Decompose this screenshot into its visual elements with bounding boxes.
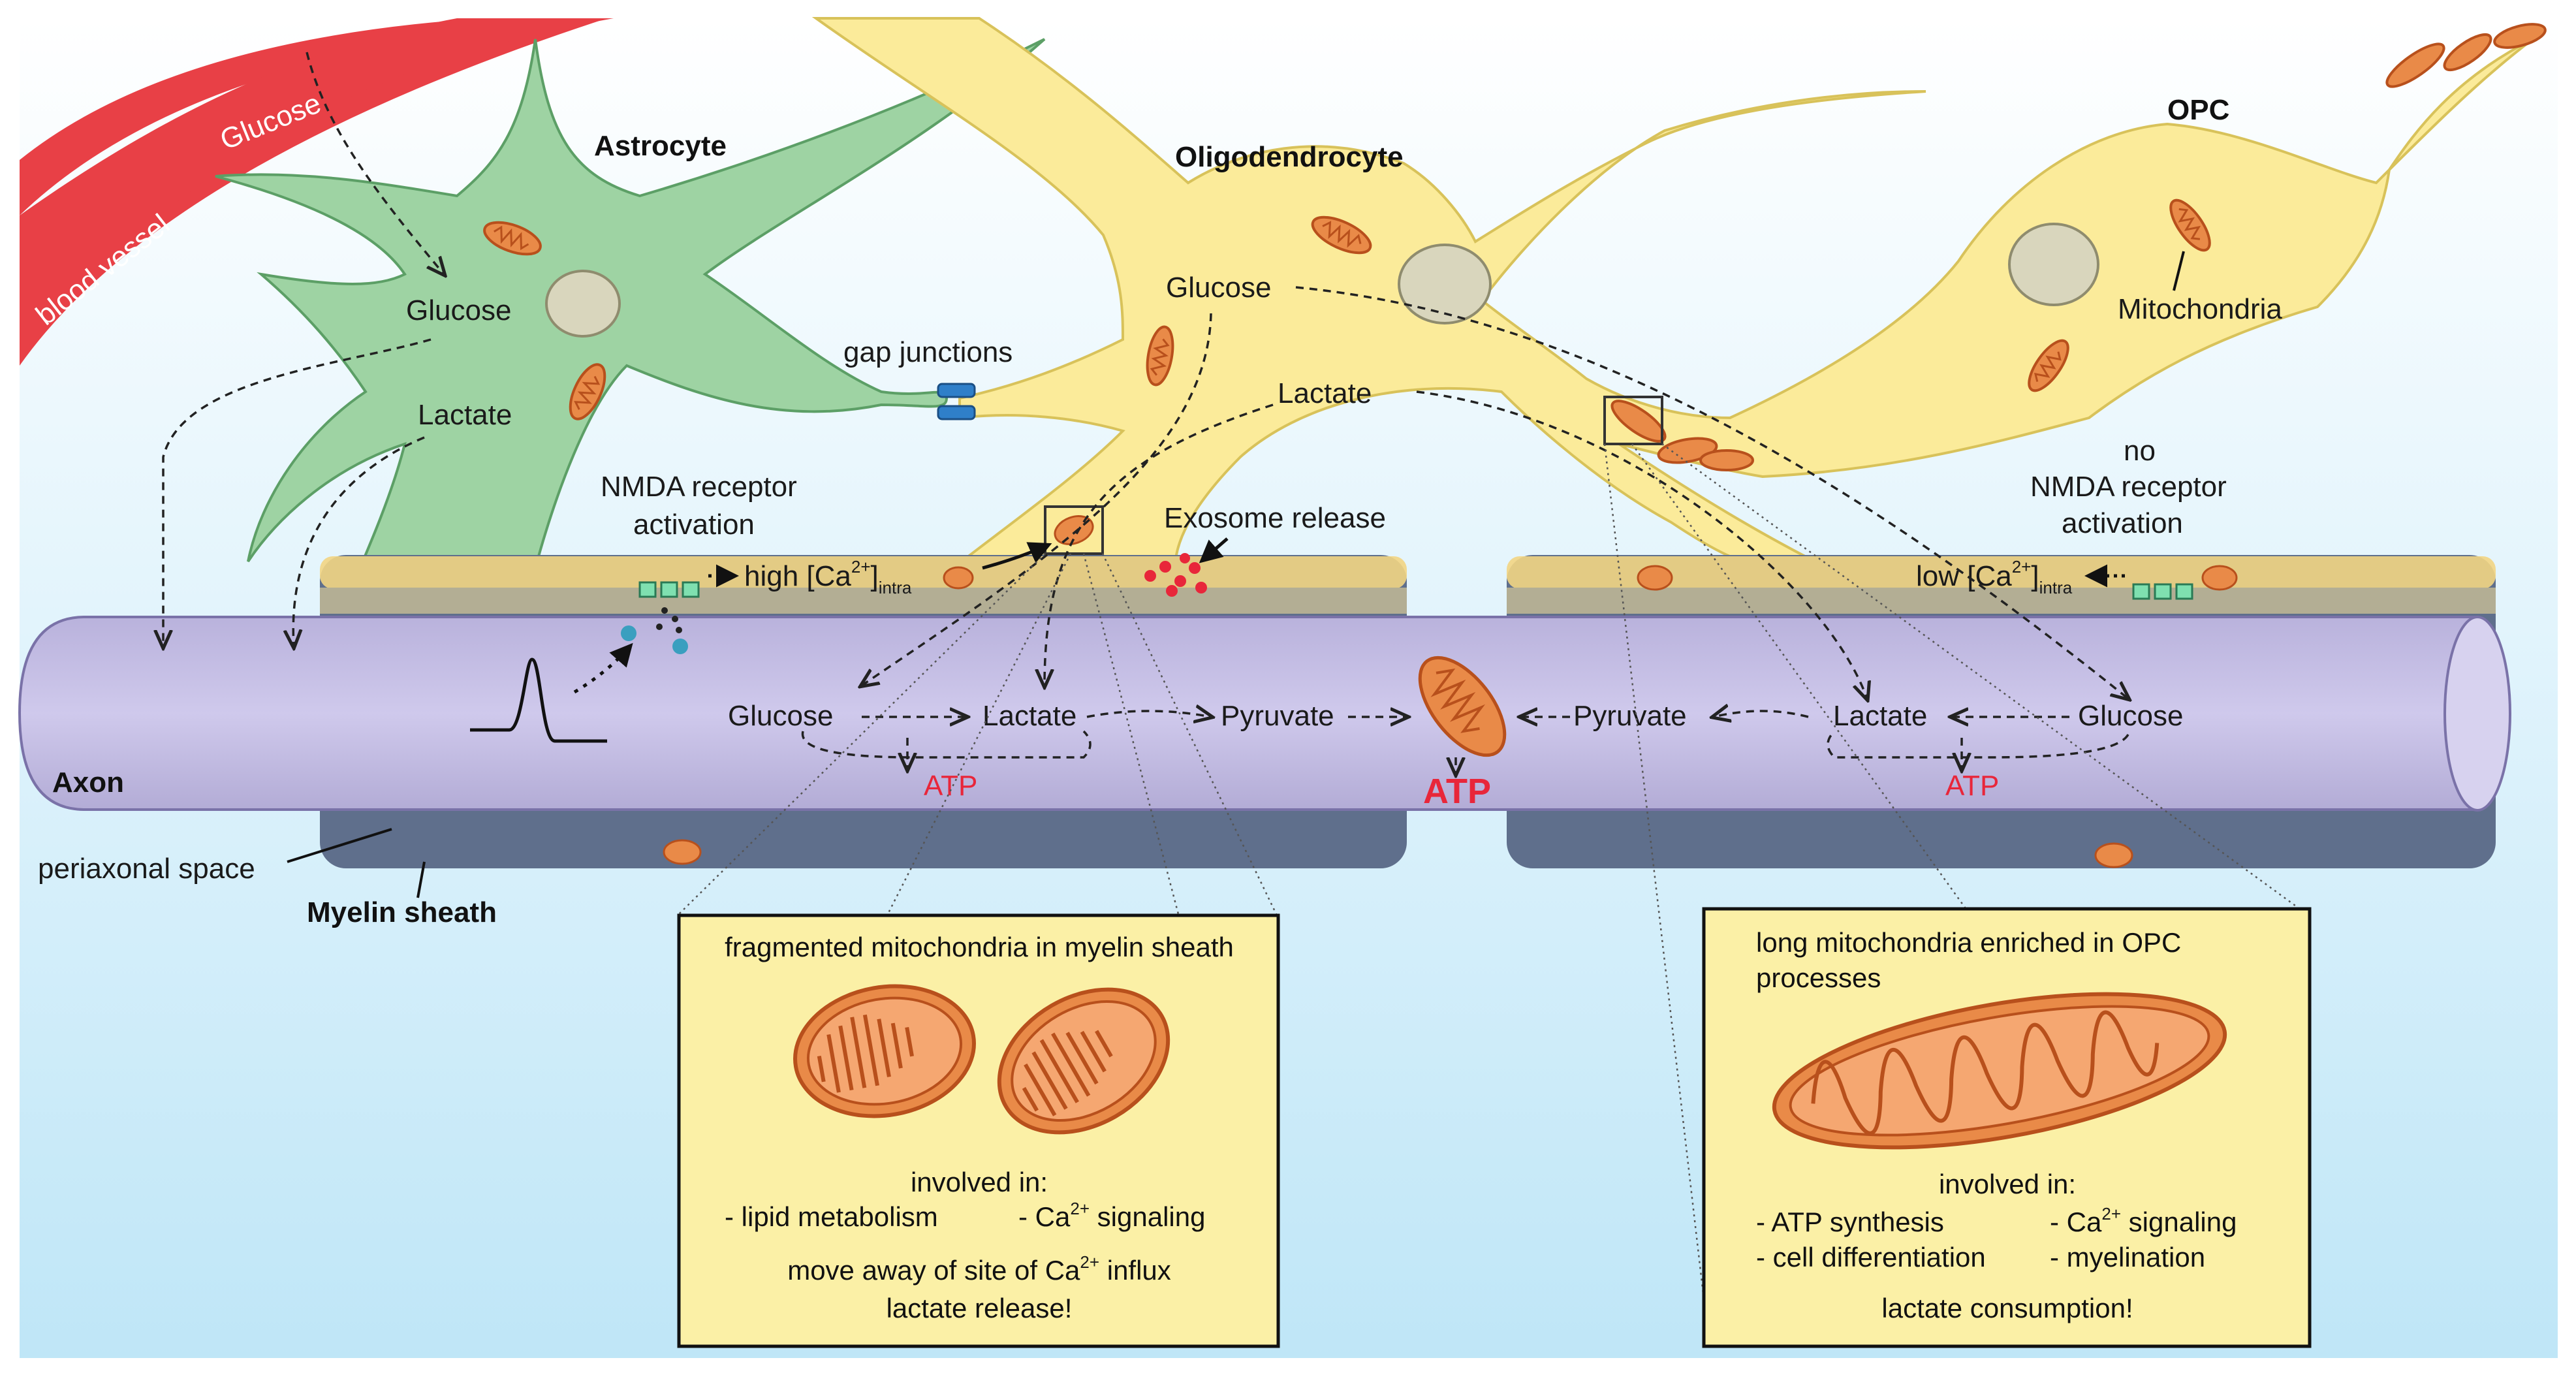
astrocyte-cell: Astrocyte Glucose Lactate — [215, 38, 1046, 602]
box-left-item2: - Ca2+ signaling — [1018, 1199, 1205, 1232]
box-right-title-2: processes — [1756, 962, 1881, 993]
oligo-glucose-label: Glucose — [1166, 272, 1271, 304]
box-left-item1: - lipid metabolism — [725, 1201, 938, 1232]
box-left-title: fragmented mitochondria in myelin sheath — [725, 932, 1234, 962]
zoom-square-left — [1044, 505, 1104, 555]
box-right-item4: - myelination — [2050, 1242, 2205, 1272]
axon-lactate-right: Lactate — [1833, 700, 1927, 732]
opc-nucleus — [2008, 223, 2099, 306]
periaxonal-space-label: periaxonal space — [38, 853, 255, 885]
box-left-mitochondrion-2 — [997, 987, 1170, 1135]
mitochondria-label: Mitochondria — [2118, 293, 2282, 325]
axon-pyruvate-left: Pyruvate — [1221, 700, 1334, 732]
zoom-guides — [678, 443, 2299, 1300]
action-potential-arrow — [573, 642, 633, 694]
box-left-line-a: move away of site of Ca2+ influx — [787, 1252, 1171, 1286]
axon: Axon — [18, 616, 2511, 812]
zoom-mitochondrion-left — [1054, 515, 1094, 545]
myelin-mitochondria — [663, 565, 2238, 868]
axon-atp-right: ATP — [1945, 770, 1999, 802]
box-right-item2: - Ca2+ signaling — [2050, 1204, 2237, 1237]
axon-glucose-left: Glucose — [728, 700, 833, 732]
opc-mitochondrion-2 — [2028, 339, 2069, 392]
pathway-arrows — [163, 52, 2128, 774]
oligodendrocyte-title: Oligodendrocyte — [1175, 141, 1404, 173]
nmda-left-line1: NMDA receptor — [601, 471, 797, 503]
opc-process-mitochondria — [1610, 23, 2547, 471]
myelin-pointer — [416, 861, 426, 898]
myelin-sheath-label: Myelin sheath — [307, 896, 497, 928]
high-calcium-label: high [Ca2+]intra — [708, 542, 1052, 597]
astrocyte-lactate-label: Lactate — [418, 399, 512, 431]
exosome-vesicles — [1144, 553, 1207, 597]
axon-mitochondrion — [1418, 656, 1507, 757]
oligo-lactate-label: Lactate — [1278, 377, 1372, 409]
astrocyte-mitochondrion-1 — [483, 221, 542, 256]
exosome-arrow — [1199, 537, 1229, 563]
axon-lactate-left: Lactate — [982, 700, 1076, 732]
axon-end — [2443, 616, 2511, 812]
box-left-mitochondrion-1 — [793, 984, 976, 1118]
box-right-involved: involved in: — [1939, 1169, 2076, 1199]
action-potential-icon — [470, 657, 607, 743]
oligodendrocyte-nucleus — [1398, 244, 1492, 324]
box-fragmented-mitochondria: fragmented mitochondria in myelin sheath… — [677, 913, 1280, 1348]
box-left-involved: involved in: — [911, 1167, 1048, 1197]
astrocyte-nucleus — [545, 270, 621, 338]
opc-mitochondrion-1 — [2169, 198, 2211, 252]
nmda-right-line3: activation — [2062, 507, 2183, 539]
opc-title: OPC — [2167, 94, 2229, 126]
astrocyte-title: Astrocyte — [594, 130, 727, 162]
box-right-mitochondrion — [1772, 992, 2227, 1150]
nmda-right-line2: NMDA receptor — [2030, 471, 2227, 503]
axon-glucose-right: Glucose — [2078, 700, 2183, 732]
box-right-item1: - ATP synthesis — [1756, 1207, 1944, 1237]
zoom-square-right — [1603, 396, 1663, 445]
exosome-label: Exosome release — [1164, 502, 1386, 534]
box-long-mitochondria: long mitochondria enriched in OPC proces… — [1702, 907, 2312, 1348]
oligo-mitochondrion-2 — [1146, 325, 1174, 387]
box-right-title-1: long mitochondria enriched in OPC — [1756, 927, 2181, 958]
astrocyte-glucose-label: Glucose — [406, 294, 511, 326]
low-calcium-label: low [Ca2+]intra — [1916, 557, 2125, 597]
axon-label: Axon — [52, 767, 124, 798]
oligo-mitochondrion-1 — [1311, 215, 1372, 255]
oligodendrocyte-cell: gap junctions Oligodendrocyte OPC — [811, 17, 2547, 569]
high-ca-text: high [Ca2+]intra — [744, 557, 912, 597]
mitochondria-pointer — [2173, 251, 2185, 291]
nmda-receptors-left — [621, 581, 700, 654]
periaxonal-pointer — [287, 828, 392, 863]
nmda-right-line1: no — [2124, 435, 2156, 467]
axon-atp-center: ATP — [1423, 772, 1491, 811]
low-ca-text: low [Ca2+]intra — [1916, 557, 2073, 597]
astrocyte-mitochondrion-2 — [569, 363, 606, 420]
box-right-item3: - cell differentiation — [1756, 1242, 1986, 1272]
box-left-line-b: lactate release! — [887, 1293, 1073, 1323]
nmda-receptors-right — [2132, 583, 2193, 600]
axon-atp-left: ATP — [924, 770, 977, 802]
axon-pyruvate-right: Pyruvate — [1573, 700, 1687, 732]
nmda-left-line2: activation — [633, 509, 755, 541]
gap-junctions-label: gap junctions — [843, 336, 1013, 368]
gap-junctions — [937, 383, 976, 420]
box-right-line-a: lactate consumption! — [1881, 1293, 2133, 1323]
